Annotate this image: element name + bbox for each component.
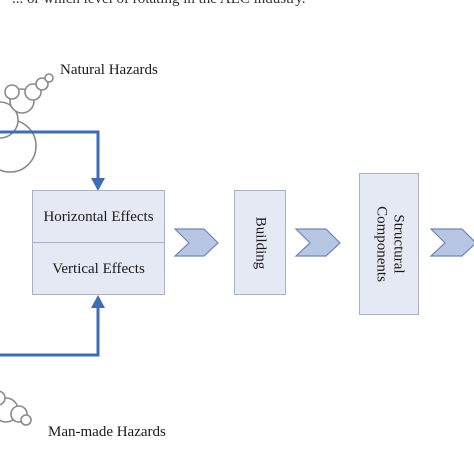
figure-caption-fragment: ... or which level of rotating in the AE… [0,0,474,8]
flow-chevron-3-icon [429,228,474,257]
natural-hazards-cloud-icon [0,73,54,173]
building-box [234,190,286,295]
structural-label-line1: Structural [390,214,407,274]
structural-label-line2: Components [373,206,389,282]
effects-divider [33,242,164,243]
man-made-hazards-label: Man-made Hazards [48,424,166,440]
man-made-hazards-cloud-icon [0,390,32,426]
man-made-hazards-connector-arrow [0,295,105,357]
structural-components-box [359,173,419,315]
flow-chevron-2-icon [294,228,341,257]
natural-hazards-connector-arrow [0,130,105,191]
flow-chevron-1-icon [173,228,219,257]
structural-components-label: Structural Components [372,206,407,282]
horizontal-effects-label: Horizontal Effects [43,209,154,225]
effects-box: Horizontal Effects Vertical Effects [32,190,165,295]
building-label: Building [252,216,269,270]
vertical-effects-label: Vertical Effects [52,261,145,277]
natural-hazards-label: Natural Hazards [60,62,158,78]
